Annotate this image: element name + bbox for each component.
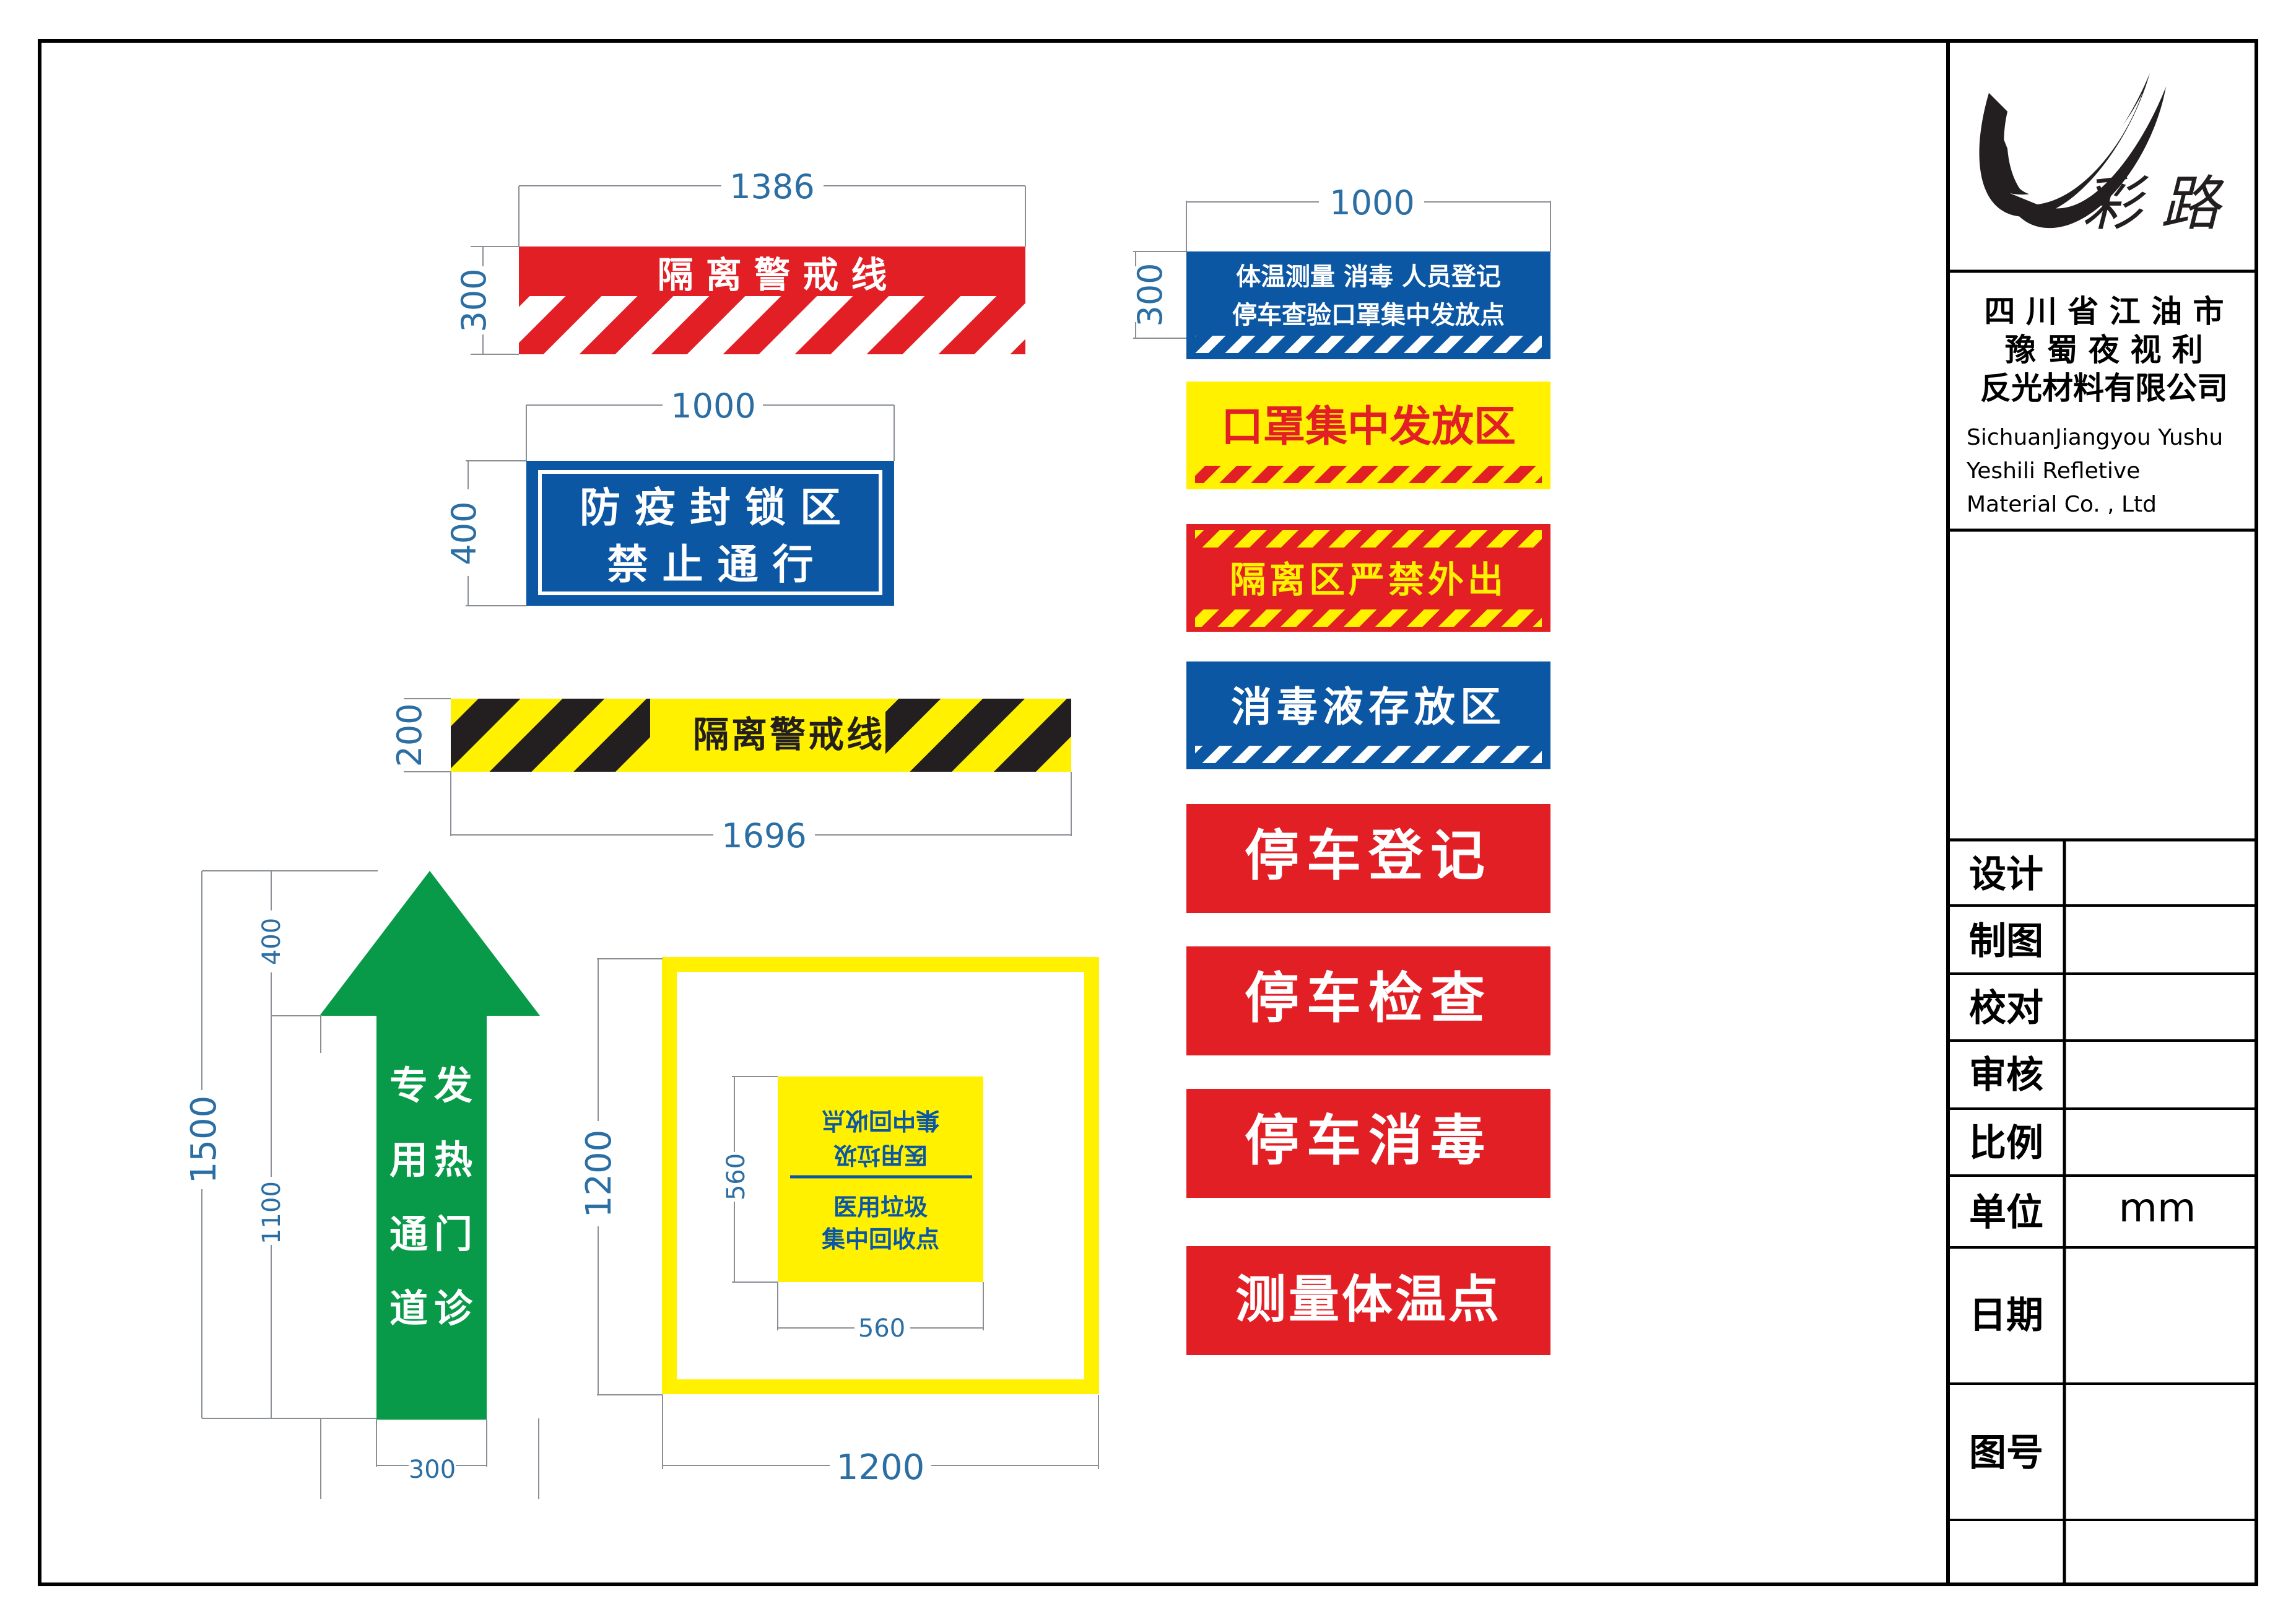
arrow-width-label: 300 xyxy=(409,1456,456,1484)
row-unit-label: 单位 xyxy=(1969,1191,2043,1234)
info-blue-width-label: 1000 xyxy=(1329,183,1414,222)
arrow-char-l3: 通 xyxy=(389,1211,428,1257)
row-draw-label: 制图 xyxy=(1969,920,2043,963)
parking-disinfect-text: 停车消毒 xyxy=(1245,1109,1492,1172)
arrow-char-r3: 门 xyxy=(434,1211,472,1257)
red-warning-height-label: 300 xyxy=(454,268,494,332)
isolation-text: 隔离区严禁外出 xyxy=(1230,559,1507,601)
red-warning-line-text: 隔 离 警 戒 线 xyxy=(658,254,887,296)
waste-inner-height-label: 560 xyxy=(722,1153,750,1200)
company-en-line3: Material Co. , Ltd xyxy=(1967,492,2157,517)
row-check-label: 校对 xyxy=(1969,987,2043,1030)
arrow-char-r4: 诊 xyxy=(434,1286,473,1331)
lockdown-height-label: 400 xyxy=(445,501,484,565)
parking-check-sign: 停车检查 xyxy=(1186,946,1550,1055)
lockdown-width-label: 1000 xyxy=(671,386,755,426)
arrow-char-l1: 专 xyxy=(389,1063,428,1108)
yellow-warning-height-label: 200 xyxy=(390,703,429,767)
mask-area-sign: 口罩集中发放区 xyxy=(1186,382,1550,489)
arrow-char-r2: 热 xyxy=(434,1137,472,1182)
arrow-char-r1: 发 xyxy=(434,1063,472,1108)
waste-dimension-lines xyxy=(597,958,1099,1469)
red-warning-width-dimension xyxy=(471,185,1026,355)
yellow-warning-line-sign: 隔离警戒线 xyxy=(451,699,1071,772)
info-blue-line1: 体温测量 消毒 人员登记 xyxy=(1236,263,1501,291)
mask-area-text: 口罩集中发放区 xyxy=(1221,403,1516,452)
company-en-line2: Yeshili Refletive xyxy=(1966,458,2140,484)
arrow-shaft-height-label: 1100 xyxy=(258,1181,286,1244)
lockdown-line1: 防 疫 封 锁 区 xyxy=(580,484,841,531)
waste-inner-width-label: 560 xyxy=(858,1314,905,1343)
lockdown-line2: 禁 止 通 行 xyxy=(607,541,814,588)
row-review-label: 审核 xyxy=(1969,1054,2043,1097)
company-cn-line3: 反光材料有限公司 xyxy=(1980,370,2228,406)
arrow-dimension-lines xyxy=(201,870,539,1499)
waste-box-width-label: 1200 xyxy=(837,1447,925,1488)
row-scale-label: 比例 xyxy=(1969,1122,2043,1165)
info-blue-height-label: 300 xyxy=(1131,263,1170,326)
company-logo: 彩 路 xyxy=(1979,73,2224,238)
waste-box-height-label: 1200 xyxy=(579,1130,619,1218)
isolation-sign: 隔离区严禁外出 xyxy=(1186,524,1550,632)
disinfectant-text: 消毒液存放区 xyxy=(1231,683,1506,731)
parking-check-text: 停车检查 xyxy=(1245,966,1492,1030)
row-number-label: 图号 xyxy=(1969,1431,2043,1475)
logo-text: 彩 路 xyxy=(2082,169,2225,238)
company-en-line1: SichuanJiangyou Yushu xyxy=(1967,425,2223,450)
company-cn-line1: 四 川 省 江 油 市 xyxy=(1984,294,2224,330)
info-blue-sign: 体温测量 消毒 人员登记 停车查验口罩集中发放点 xyxy=(1186,251,1550,359)
arrow-total-height-label: 1500 xyxy=(184,1096,224,1184)
red-warning-width-label: 1386 xyxy=(729,167,814,206)
yellow-warning-width-label: 1696 xyxy=(721,816,806,855)
parking-register-sign: 停车登记 xyxy=(1186,804,1550,913)
waste-text-2: 集中回收点 xyxy=(821,1226,939,1253)
drawing-frame xyxy=(38,39,2258,1586)
title-block xyxy=(1946,41,2256,1584)
arrow-head-height-label: 400 xyxy=(258,918,286,965)
row-design-label: 设计 xyxy=(1969,853,2043,896)
yellow-warning-dimension-lines xyxy=(404,698,1072,836)
arrow-char-l2: 用 xyxy=(389,1137,428,1182)
row-date-label: 日期 xyxy=(1969,1294,2043,1337)
row-unit-value: mm xyxy=(2119,1185,2196,1231)
lockdown-sign: 防 疫 封 锁 区 禁 止 通 行 xyxy=(526,461,894,606)
info-blue-line2: 停车查验口罩集中发放点 xyxy=(1232,301,1505,330)
arrow-char-l4: 道 xyxy=(389,1286,428,1331)
fever-clinic-arrow-sign: 发 热 门 诊 专 用 通 道 xyxy=(320,871,540,1420)
company-cn-line2: 豫 蜀 夜 视 利 xyxy=(2005,332,2203,368)
disinfectant-sign: 消毒液存放区 xyxy=(1186,661,1550,769)
parking-disinfect-sign: 停车消毒 xyxy=(1186,1089,1550,1198)
waste-text-flipped-2: 集中回收点 xyxy=(822,1107,940,1134)
temperature-point-sign: 测量体温点 xyxy=(1186,1246,1550,1355)
info-blue-dimension-lines xyxy=(1133,201,1551,339)
parking-register-text: 停车登记 xyxy=(1245,824,1492,888)
lockdown-dimension-lines xyxy=(466,404,895,606)
red-warning-line-sign: 隔 离 警 戒 线 xyxy=(519,247,1025,354)
yellow-warning-line-text: 隔离警戒线 xyxy=(693,714,885,756)
temperature-point-text: 测量体温点 xyxy=(1235,1270,1502,1329)
waste-text-flipped-1: 医用垃圾 xyxy=(833,1142,928,1169)
waste-text-1: 医用垃圾 xyxy=(833,1194,928,1221)
medical-waste-sign: 医用垃圾 集中回收点 医用垃圾 集中回收点 xyxy=(662,957,1099,1394)
